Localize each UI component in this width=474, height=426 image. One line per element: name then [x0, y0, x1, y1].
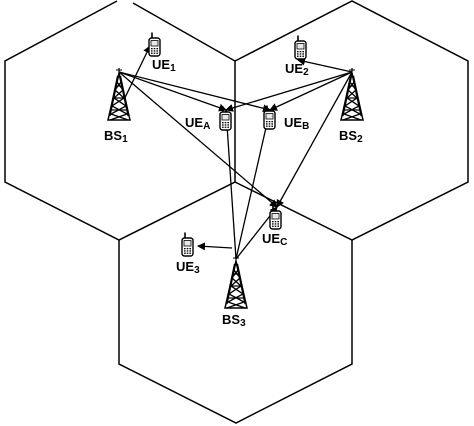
user-equipment-uec: UEC	[262, 205, 287, 248]
uea-label: UEA	[185, 115, 210, 132]
user-equipment-ue1: UE1	[148, 32, 176, 74]
signal-links	[118, 45, 353, 260]
base-station-bs2: BS2	[339, 66, 365, 145]
link-bs2-ueb	[269, 71, 353, 111]
link-bs3-uea	[222, 109, 237, 260]
mobile-phone-icon	[148, 32, 161, 57]
ue2-label: UE2	[285, 61, 309, 78]
mobile-phone-icon	[181, 232, 194, 257]
link-bs3-ue3	[197, 242, 233, 251]
link-bs3-ueb	[235, 109, 273, 260]
mobile-phone-icon	[294, 35, 307, 60]
bs1-label: BS1	[104, 128, 128, 145]
link-bs2-uea	[225, 71, 353, 112]
ueb-label: UEB	[284, 115, 309, 132]
user-equipment-uea: UEA	[185, 106, 232, 132]
link-bs2-ue2	[297, 57, 353, 73]
cell-tower-icon	[223, 254, 249, 310]
user-equipment-ue3: UE3	[176, 232, 200, 276]
bs2-label: BS2	[339, 128, 363, 145]
link-bs1-uec	[118, 71, 278, 208]
base-station-bs3: BS3	[222, 254, 249, 329]
uec-label: UEC	[262, 231, 287, 248]
cell-hexagon-bs2	[234, 0, 469, 241]
cell-hexagon-bs3	[118, 240, 353, 424]
bs3-label: BS3	[222, 312, 246, 329]
cell-boundaries	[4, 0, 469, 424]
user-equipment-ueb: UEB	[263, 105, 309, 132]
link-bs2-uec	[276, 71, 353, 208]
ue3-label: UE3	[176, 259, 200, 276]
link-bs1-uea	[118, 71, 227, 112]
user-equipment-ue2: UE2	[285, 35, 309, 78]
base-station-bs1: BS1	[104, 66, 132, 145]
ue1-label: UE1	[152, 57, 176, 74]
